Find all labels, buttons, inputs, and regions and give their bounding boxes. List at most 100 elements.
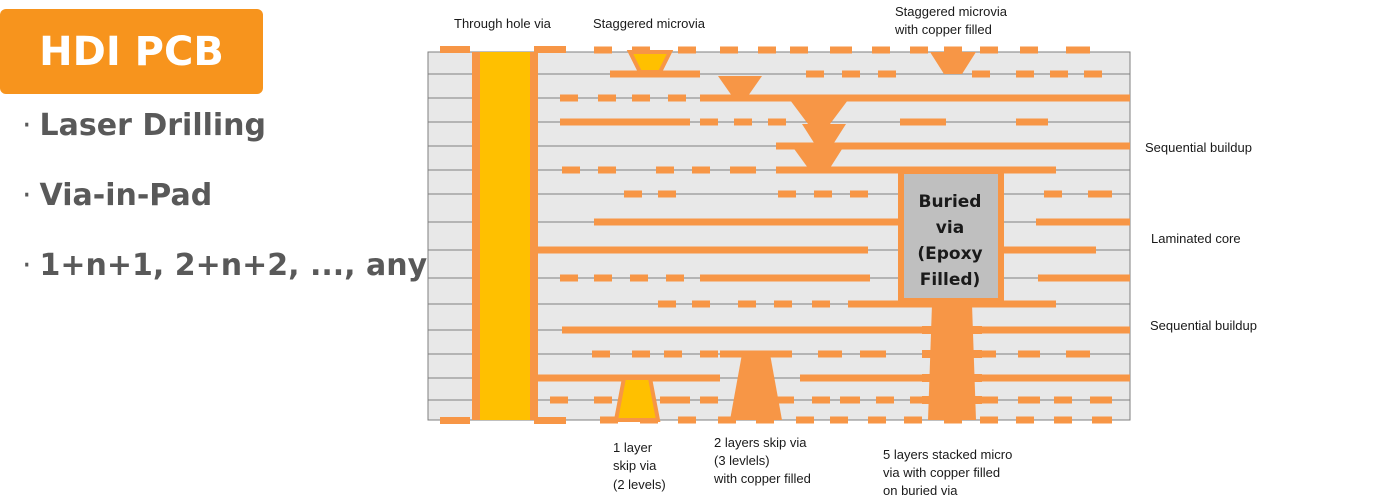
copper-trace xyxy=(1066,350,1090,358)
copper-trace xyxy=(1020,46,1038,54)
copper-trace xyxy=(720,46,738,54)
copper-trace xyxy=(818,350,842,358)
label-skip2-line-2: (3 levlels) xyxy=(714,453,770,468)
copper-trace xyxy=(776,396,794,404)
copper-trace xyxy=(876,396,894,404)
label-sequential-buildup-top: Sequential buildup xyxy=(1145,140,1252,155)
copper-trace xyxy=(910,46,928,54)
two-layer-skip-via xyxy=(730,354,782,420)
staggered-filled-via xyxy=(802,124,846,146)
copper-trace xyxy=(632,94,650,102)
copper-trace xyxy=(718,416,736,424)
copper-trace xyxy=(562,166,580,174)
copper-trace xyxy=(594,46,612,54)
copper-trace xyxy=(632,350,650,358)
label-sequential-buildup-bottom: Sequential buildup xyxy=(1150,318,1257,333)
stacked-via-step xyxy=(922,374,982,382)
through-hole-pad xyxy=(440,46,470,53)
copper-trace xyxy=(592,350,610,358)
bullet-text: Via-in-Pad xyxy=(39,178,213,213)
page-title: HDI PCB xyxy=(39,28,224,75)
stackup-body xyxy=(427,51,1131,421)
copper-trace xyxy=(1018,396,1040,404)
label-laminated-core: Laminated core xyxy=(1151,231,1241,246)
copper-trace xyxy=(872,46,890,54)
label-skip1-line-3: (2 levels) xyxy=(613,477,666,492)
copper-trace xyxy=(692,300,710,308)
through-hole-via-fill xyxy=(478,52,532,420)
label-skip1-line-2: skip via xyxy=(613,458,657,473)
copper-trace xyxy=(600,416,618,424)
bullet-text: Laser Drilling xyxy=(39,108,267,143)
copper-trace xyxy=(778,190,796,198)
label-stacked-line-2: via with copper filled xyxy=(883,465,1000,480)
copper-trace xyxy=(560,94,578,102)
copper-trace xyxy=(658,190,676,198)
buried-via-core xyxy=(904,174,998,298)
copper-trace xyxy=(790,46,808,54)
label-staggered-filled-1: Staggered microvia xyxy=(895,4,1008,19)
through-hole-via-wall-right xyxy=(530,52,538,420)
copper-trace xyxy=(700,396,718,404)
through-hole-pad xyxy=(440,417,470,424)
vias xyxy=(440,46,1004,424)
copper-trace xyxy=(700,94,1130,102)
copper-trace xyxy=(700,118,718,126)
copper-trace xyxy=(660,396,690,404)
copper-trace xyxy=(594,218,900,226)
copper-trace xyxy=(678,416,696,424)
copper-trace xyxy=(666,274,684,282)
copper-trace xyxy=(980,416,998,424)
copper-trace xyxy=(776,142,1130,150)
copper-trace xyxy=(1016,118,1048,126)
buried-via-line-2: via xyxy=(936,218,964,238)
copper-trace xyxy=(910,396,928,404)
through-hole-pad xyxy=(534,46,566,53)
copper-trace xyxy=(796,416,814,424)
copper-trace xyxy=(538,246,868,254)
copper-trace xyxy=(774,300,792,308)
copper-trace xyxy=(734,118,752,126)
copper-trace xyxy=(668,94,686,102)
copper-trace xyxy=(1092,416,1112,424)
copper-trace xyxy=(900,118,946,126)
copper-trace xyxy=(830,46,852,54)
copper-trace xyxy=(1004,246,1096,254)
label-stacked-line-1: 5 layers stacked micro xyxy=(883,447,1012,462)
copper-trace xyxy=(1090,396,1112,404)
copper-trace xyxy=(972,70,990,78)
copper-trace xyxy=(758,46,776,54)
copper-trace xyxy=(560,274,578,282)
copper-trace xyxy=(678,46,696,54)
copper-trace xyxy=(624,190,642,198)
bullet-marker: · xyxy=(22,108,32,143)
buried-via-line-3: (Epoxy xyxy=(917,244,982,264)
copper-trace xyxy=(806,70,824,78)
label-staggered-filled-2: with copper filled xyxy=(894,22,992,37)
copper-trace xyxy=(878,70,896,78)
stacked-via-step xyxy=(922,396,982,404)
copper-trace xyxy=(598,94,616,102)
staggered-filled-via xyxy=(792,146,844,168)
copper-trace xyxy=(1088,190,1112,198)
bullet-marker: · xyxy=(22,248,32,283)
copper-trace xyxy=(730,166,756,174)
copper-trace xyxy=(944,46,962,54)
through-hole-pad xyxy=(534,417,566,424)
label-skip1-line-1: 1 layer xyxy=(613,440,653,455)
bullet-laser-drilling: ·Laser Drilling xyxy=(22,108,266,143)
label-skip2-line-3: with copper filled xyxy=(713,471,811,486)
copper-trace xyxy=(562,326,1130,334)
copper-trace xyxy=(1016,70,1034,78)
stacked-via-step xyxy=(922,326,982,334)
buried-via-line-1: Buried xyxy=(919,192,982,212)
copper-trace xyxy=(1066,46,1090,54)
copper-trace xyxy=(840,396,860,404)
one-layer-skip-via xyxy=(613,376,661,422)
copper-trace xyxy=(550,396,568,404)
copper-trace xyxy=(1036,218,1130,226)
copper-trace xyxy=(700,374,718,382)
copper-trace xyxy=(700,274,870,282)
copper-trace xyxy=(768,118,786,126)
